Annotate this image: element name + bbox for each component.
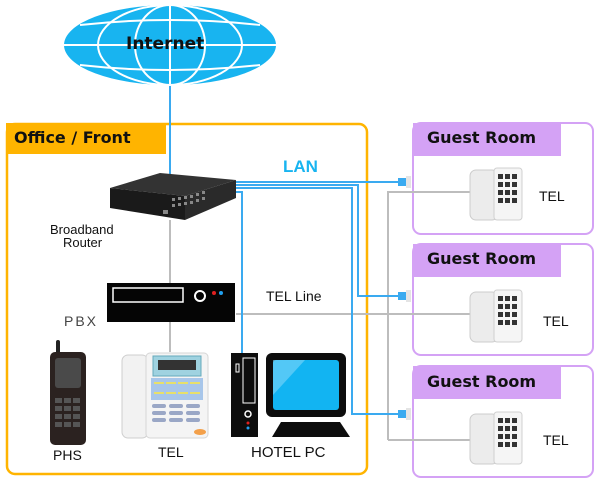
router-label-line2: Router (63, 235, 103, 250)
tel-line-label: TEL Line (266, 288, 322, 304)
lan-connector-2 (398, 290, 411, 302)
guest-tel-icon-3 (469, 411, 523, 465)
lan-lines (236, 181, 398, 415)
guest-room-3-tel-label: TEL (543, 432, 569, 448)
office-tel-icon (121, 352, 209, 439)
guest-room-1-tel-label: TEL (539, 188, 565, 204)
router-label-line1: Broadband (50, 222, 114, 237)
pbx-icon (107, 283, 235, 322)
guest-room-2-frame (412, 243, 594, 356)
phs-icon (50, 340, 86, 445)
office-title: Office / Front (14, 128, 131, 147)
lan-connector-1 (398, 176, 411, 188)
guest-tel-icon-2 (469, 289, 523, 343)
guest-room-2-tel-label: TEL (543, 313, 569, 329)
guest-tel-icon-1 (469, 167, 523, 221)
guest-room-2-title: Guest Room (427, 249, 537, 268)
internet-globe-icon (64, 4, 276, 86)
guest-room-1-frame (412, 122, 594, 235)
guest-room-3-frame (412, 365, 594, 478)
guest-room-3-title: Guest Room (427, 372, 537, 391)
office-frame (5, 122, 369, 476)
tel-lines (169, 191, 470, 441)
internet-label: Internet (126, 34, 205, 54)
broadband-router-icon (110, 173, 236, 220)
guest-room-1-title: Guest Room (427, 128, 537, 147)
lan-label: LAN (283, 157, 318, 176)
hotel-pc-icon (231, 353, 350, 437)
phs-label: PHS (53, 447, 82, 463)
hotel-pc-label: HOTEL PC (251, 444, 326, 461)
lan-connector-3 (398, 408, 411, 420)
office-tel-label: TEL (158, 444, 184, 460)
office-header-bg (6, 123, 166, 154)
pbx-label: PBX (64, 313, 99, 329)
